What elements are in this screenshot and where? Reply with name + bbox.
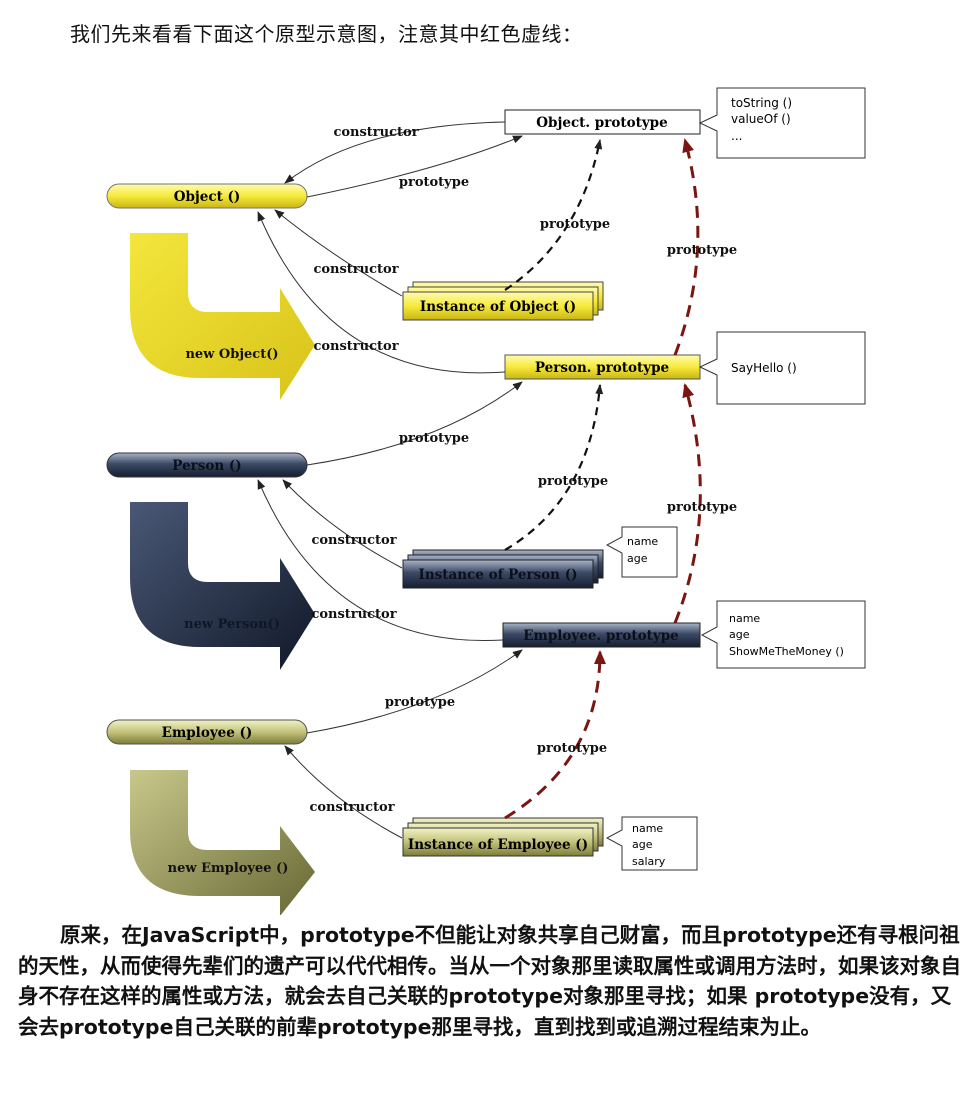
prototype-chain-links [504, 138, 702, 820]
label-prototype-1: prototype [399, 175, 469, 190]
label-constructor-1: constructor [333, 125, 418, 140]
label-constructor-2: constructor [313, 262, 398, 277]
note-sayhello: SayHello () [731, 361, 797, 375]
note-ie-age: age [632, 838, 653, 851]
employee-prototype-note [700, 600, 866, 669]
label-prototype-5: prototype [538, 474, 608, 489]
new-person-arrow [130, 502, 315, 670]
note-ie-name: name [632, 822, 663, 835]
person-prototype-label: Person. prototype [535, 360, 669, 376]
note-emp-age: age [729, 628, 750, 641]
note-valueof: valueOf () [731, 112, 791, 126]
instance-employee-note [605, 816, 698, 871]
new-employee-arrow [130, 770, 315, 915]
label-constructor-6: constructor [309, 800, 394, 815]
instance-person-note [605, 526, 678, 578]
note-ie-salary: salary [632, 855, 666, 868]
employee-prototype-label: Employee. prototype [523, 628, 678, 644]
label-prototype-8: prototype [537, 741, 607, 756]
note-tostring: toString () [731, 96, 792, 110]
new-object-label: new Object() [185, 347, 278, 362]
note-ellipsis: ... [731, 129, 742, 143]
instance-object-label: Instance of Object () [420, 299, 576, 315]
object-constructor-pill [106, 183, 308, 209]
intro-text: 我们先来看看下面这个原型示意图，注意其中红色虚线： [70, 22, 583, 46]
instance-person-stack [402, 549, 604, 589]
object-prototype-note [698, 87, 866, 159]
person-prototype-note [698, 331, 866, 405]
employee-constructor-pill [106, 719, 308, 745]
instance-prototype-links [504, 139, 604, 551]
person-prototype-box [504, 354, 701, 380]
explanation-paragraph: 原来，在JavaScript中，prototype不但能让对象共享自己财富，而且… [18, 920, 963, 1042]
label-prototype-6: prototype [667, 500, 737, 515]
object-constructor-label: Object () [174, 189, 241, 205]
label-prototype-2: prototype [540, 217, 610, 232]
object-prototype-label: Object. prototype [536, 115, 667, 131]
new-employee-label: new Employee () [168, 861, 289, 876]
ctor-prototype-links [306, 135, 523, 734]
person-constructor-label: Person () [172, 458, 241, 474]
new-person-label: new Person() [184, 617, 280, 632]
employee-constructor-label: Employee () [162, 725, 253, 741]
note-person-age: age [627, 552, 648, 565]
note-showmethemoney: ShowMeTheMoney () [729, 645, 844, 658]
instance-employee-stack [402, 817, 604, 857]
label-prototype-3: prototype [667, 243, 737, 258]
label-prototype-7: prototype [385, 695, 455, 710]
employee-prototype-box [502, 622, 701, 648]
label-constructor-4: constructor [311, 533, 396, 548]
instance-employee-label: Instance of Employee () [408, 837, 588, 853]
label-prototype-4: prototype [399, 431, 469, 446]
label-constructor-5: constructor [311, 607, 396, 622]
object-prototype-box [504, 109, 701, 135]
instance-person-label: Instance of Person () [419, 567, 578, 583]
explanation-text: 原来，在JavaScript中，prototype不但能让对象共享自己财富，而且… [18, 923, 961, 1039]
note-person-name: name [627, 535, 658, 548]
prototype-diagram: new Object() new Person() new Employee (… [106, 87, 866, 915]
note-emp-name: name [729, 612, 760, 625]
new-object-arrow [130, 233, 315, 400]
constructor-links [257, 121, 506, 839]
label-constructor-3: constructor [313, 339, 398, 354]
